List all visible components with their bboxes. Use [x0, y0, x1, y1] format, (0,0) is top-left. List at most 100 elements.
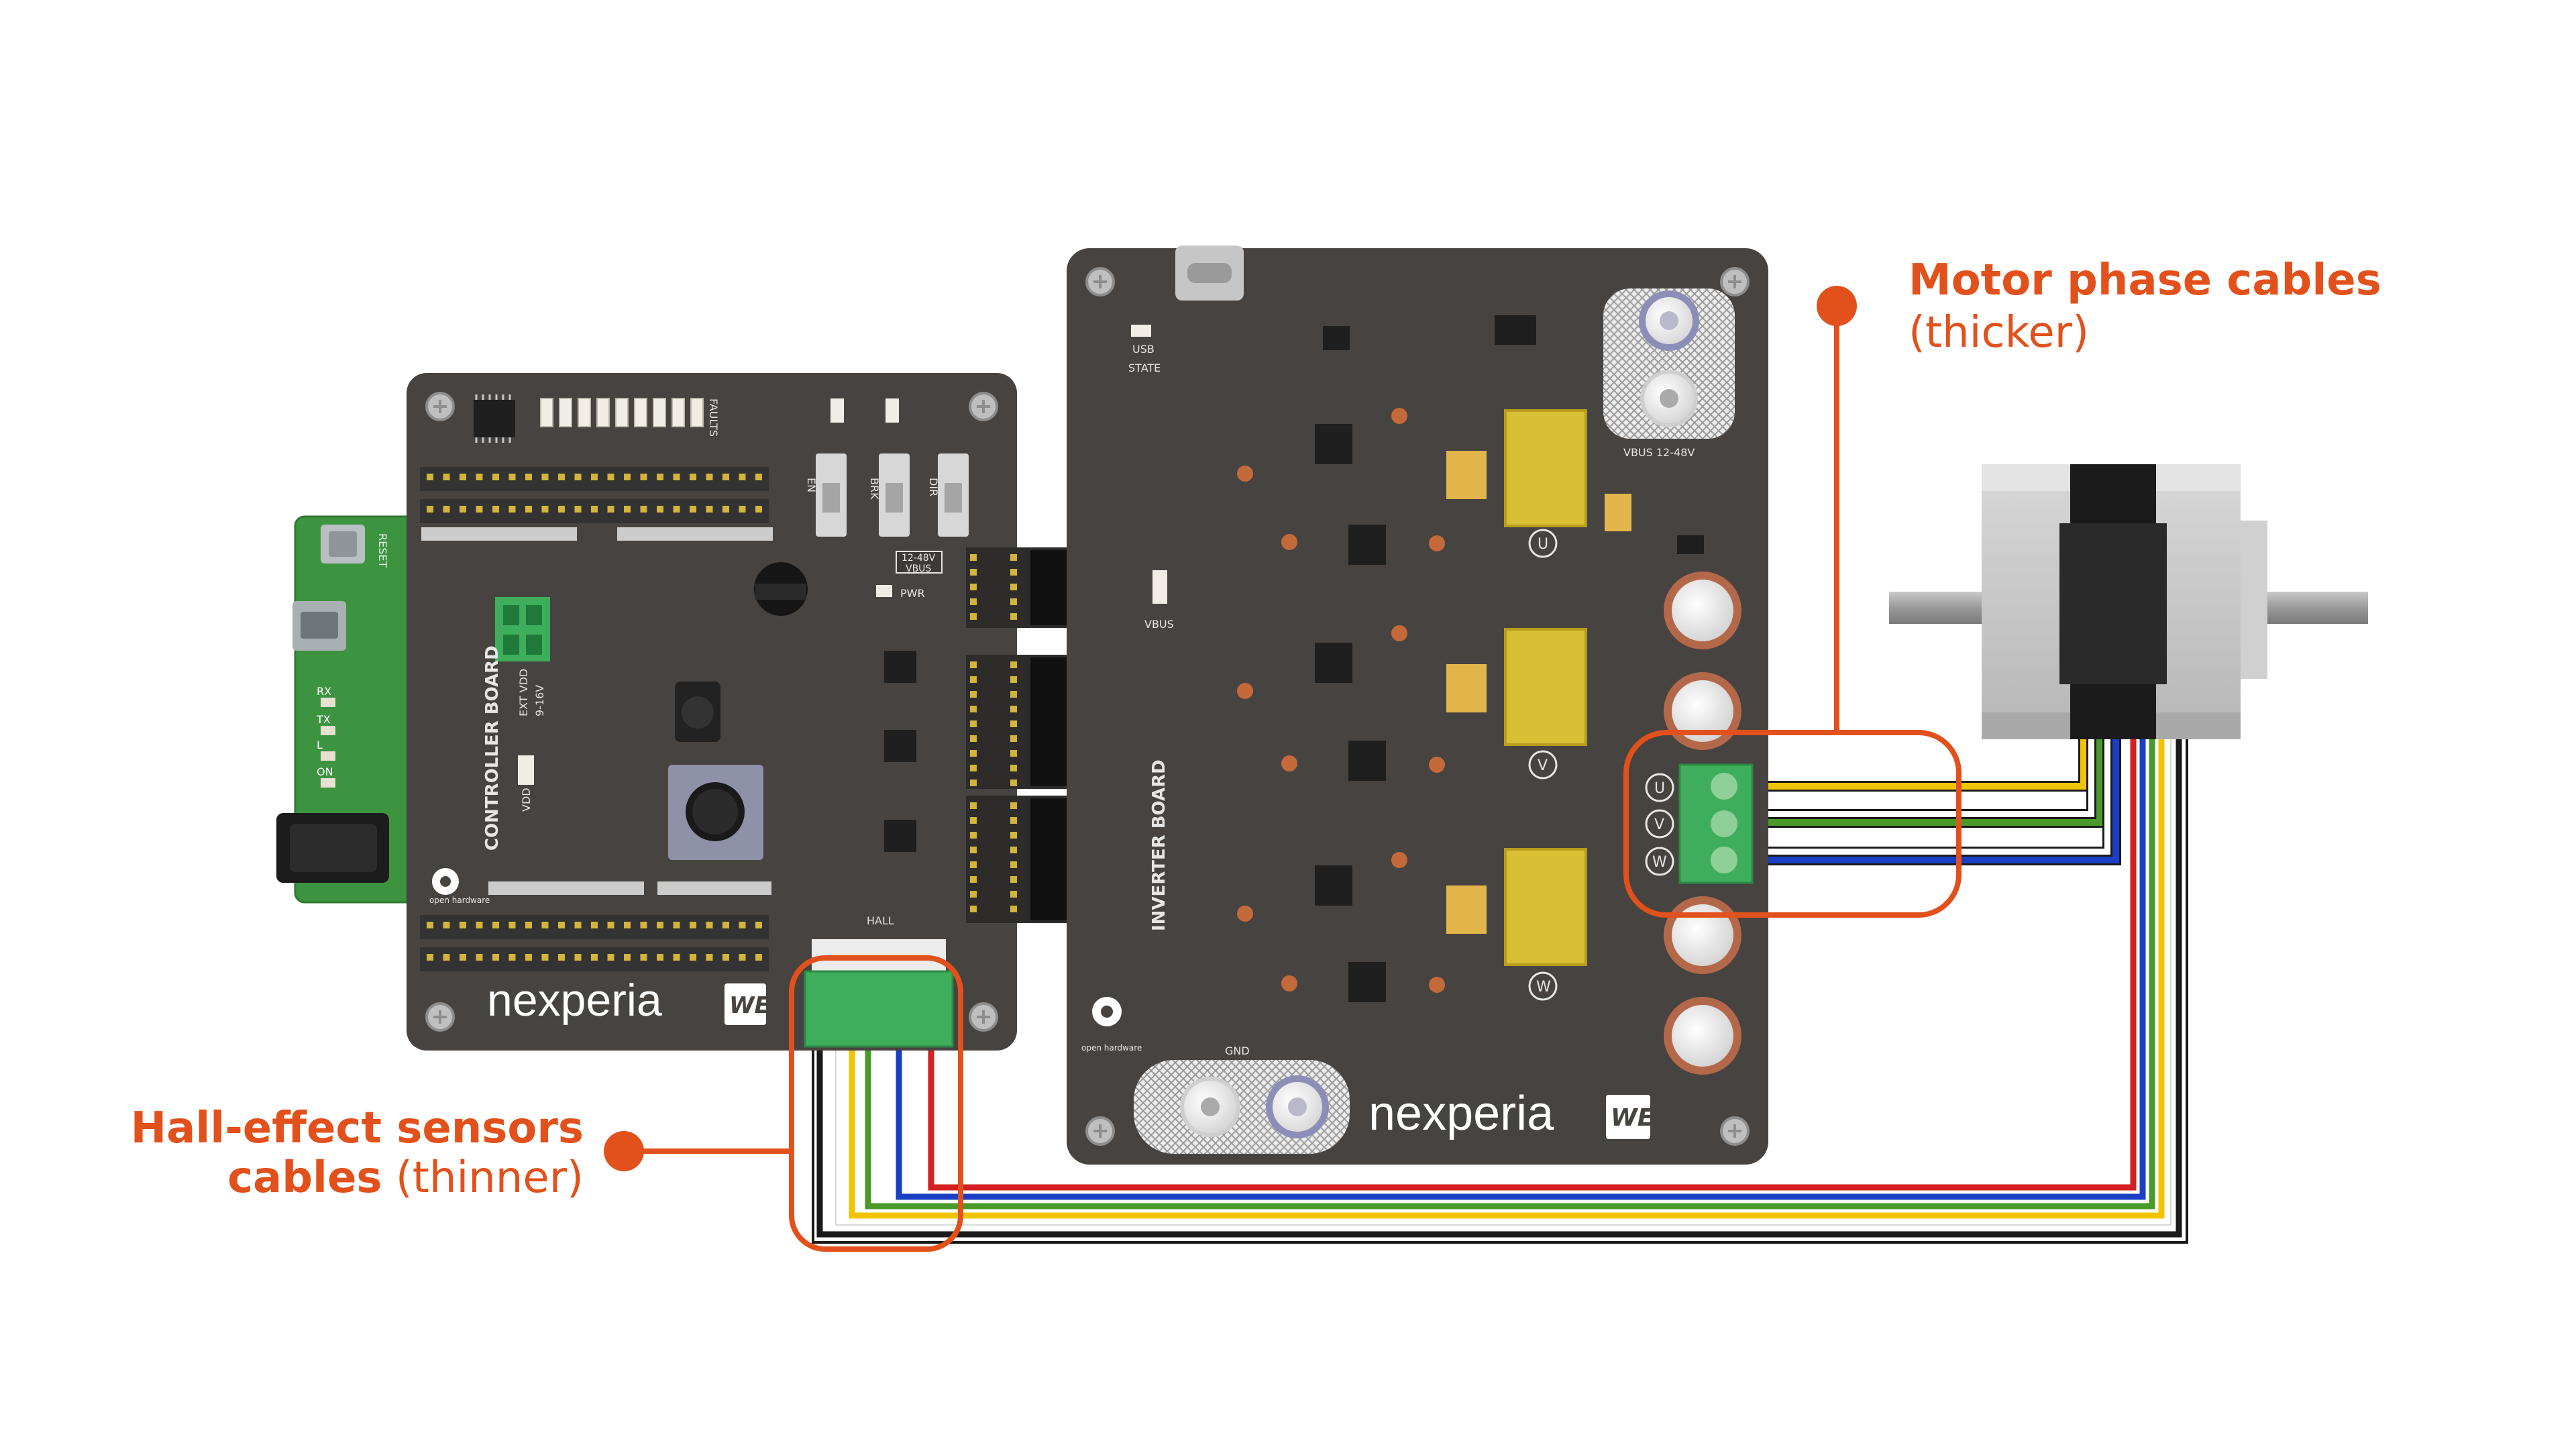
header-pin [690, 922, 696, 928]
motor-phase-cables [1752, 738, 2121, 865]
header-pin [970, 598, 977, 605]
motor-callout-subtitle: (thicker) [1909, 308, 2090, 358]
header-pin [607, 474, 614, 480]
header-pin [525, 954, 532, 961]
vbus-label: VBUS [1144, 618, 1174, 631]
header-pin [755, 954, 762, 961]
header-pin [970, 720, 977, 727]
svg-text:W: W [1536, 979, 1551, 996]
header-pin [970, 613, 977, 620]
header-pin [755, 922, 762, 928]
header-pin [970, 832, 977, 839]
switch-label-en: EN [805, 478, 818, 492]
header-pin [1010, 613, 1017, 620]
vbus-label: VBUS [906, 564, 931, 574]
header-pin [690, 474, 696, 480]
switch-label-brk: BRK [868, 478, 881, 500]
header-pin [970, 891, 977, 898]
open-hardware-logo [1092, 997, 1122, 1026]
header-pin [525, 474, 532, 480]
header-pin [607, 954, 614, 961]
hall-label: HALL [867, 914, 894, 927]
ext-vdd-connector[interactable] [495, 597, 550, 661]
header-pin [476, 922, 483, 928]
potentiometer[interactable] [668, 765, 763, 860]
header-pin [970, 906, 977, 912]
header-pin [970, 661, 977, 668]
hall-callout-cables: cables [227, 1153, 382, 1203]
header-pin [443, 474, 450, 480]
header-pin [970, 780, 977, 786]
header-pin [1010, 706, 1017, 712]
header-pin [970, 735, 977, 742]
state-label: STATE [1128, 362, 1161, 374]
header-pin [640, 922, 647, 928]
gnd-terminal[interactable] [1134, 1060, 1350, 1154]
header-pin [591, 506, 598, 513]
ext-vdd-label: EXT VDD [517, 669, 530, 716]
header-pin [722, 954, 729, 961]
switch-dir[interactable] [938, 453, 969, 537]
header-pin [427, 474, 433, 480]
header-pin [443, 506, 450, 513]
hall-callout: Hall-effect sensors cables (thinner) [114, 1107, 584, 1206]
hall-callout-line1: Hall-effect sensors [130, 1104, 584, 1153]
header-pin [624, 506, 631, 513]
header-pin [541, 954, 549, 961]
inverter-board: USB STATE VBUS 12-48V U V [1067, 246, 1768, 1165]
gnd-label: GND [1225, 1044, 1250, 1057]
hall-callout-pointer [604, 1131, 792, 1171]
header-pin [574, 474, 582, 480]
reset-button[interactable] [321, 525, 365, 564]
header-pin [476, 506, 483, 513]
header-pin [673, 954, 680, 961]
led-label-on: ON [317, 765, 333, 778]
header-pin [706, 474, 713, 480]
controller-board-label: CONTROLLER BOARD [482, 645, 502, 851]
header-pin [690, 506, 696, 513]
vbus-range-label: 12-48V [902, 553, 936, 564]
header-pin [970, 765, 977, 771]
header-pin [492, 506, 499, 513]
header-pin [492, 922, 499, 928]
svg-text:WE: WE [1611, 1104, 1654, 1132]
header-pin [739, 474, 746, 480]
header-pin [574, 922, 582, 928]
switch-en[interactable] [816, 453, 847, 537]
usb-c-port[interactable] [1175, 246, 1244, 301]
header-pin [1010, 847, 1017, 853]
phase-u-inductor [1504, 409, 1587, 527]
dc-barrel-jack[interactable] [276, 813, 389, 883]
svg-text:V: V [1538, 757, 1548, 774]
header-pin [657, 922, 663, 928]
pwr-label: PWR [900, 587, 925, 600]
header-pin [1010, 802, 1017, 809]
header-pin [541, 474, 549, 480]
phase-terminal-block[interactable] [1678, 763, 1754, 884]
switch-brk[interactable] [879, 453, 910, 537]
svg-text:WE: WE [729, 992, 770, 1019]
header-pin [970, 691, 977, 698]
header-pin [739, 922, 746, 928]
header-pin [1010, 876, 1017, 883]
header-pin [476, 954, 483, 961]
header-pin [755, 474, 762, 480]
header-pin [1010, 598, 1017, 605]
usb-port[interactable] [292, 601, 346, 651]
header-pin [970, 817, 977, 824]
we-logo: WE [724, 983, 770, 1025]
header-pin [558, 954, 565, 961]
header-pin [673, 922, 680, 928]
header-pin [722, 506, 729, 513]
header-pin [508, 954, 516, 961]
header-pin [443, 954, 450, 961]
vbus-terminal[interactable] [1603, 288, 1735, 439]
header-pin [1010, 817, 1017, 824]
header-pin [970, 554, 977, 561]
header-pin [624, 474, 631, 480]
vdd-label: VDD [520, 788, 533, 812]
header-pin [1010, 832, 1017, 839]
header-pin [607, 506, 614, 513]
header-pin [706, 922, 713, 928]
header-pin [640, 954, 647, 961]
